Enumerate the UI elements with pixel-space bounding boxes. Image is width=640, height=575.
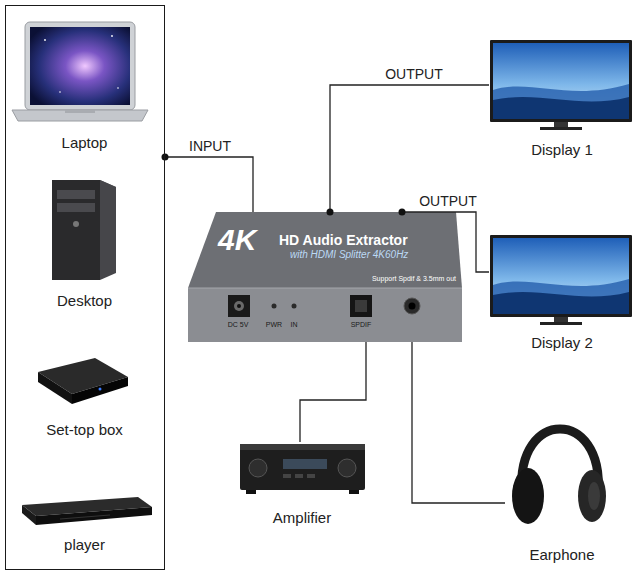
device-node: Display 1 xyxy=(489,36,635,160)
node-label: Display 1 xyxy=(531,141,593,158)
node-label: Display 2 xyxy=(531,334,593,351)
device-node: Display 2 xyxy=(489,231,635,353)
node-label: Desktop xyxy=(57,292,112,309)
connector-line xyxy=(412,342,505,503)
extractor-box: 4K HD Audio Extractorwith HDMI Splitter 4… xyxy=(186,212,464,342)
device-node: Desktop xyxy=(30,175,140,311)
connector-dot xyxy=(399,209,406,216)
laptop-picture xyxy=(12,22,148,121)
device-text: 4K xyxy=(218,223,256,258)
edge-label: OUTPUT xyxy=(417,193,479,209)
device-node: Earphone xyxy=(505,415,620,567)
amplifier-picture xyxy=(240,444,365,494)
device-node: Set-top box xyxy=(25,354,145,442)
device-text: DC 5V xyxy=(228,321,249,329)
edge-label: INPUT xyxy=(187,138,233,154)
desktop-picture xyxy=(52,180,116,280)
display-picture xyxy=(490,40,632,325)
device-node: Amplifier xyxy=(234,442,370,530)
source-panel: LaptopDesktopSet-top box player xyxy=(5,5,165,570)
device-text: IN xyxy=(291,321,298,329)
connector-line xyxy=(330,85,489,212)
connector-dot xyxy=(162,154,169,161)
player-picture xyxy=(22,497,152,525)
device-node: Laptop xyxy=(12,16,158,156)
connector-dot xyxy=(327,209,334,216)
set-top-box-picture xyxy=(38,358,128,404)
connector-line xyxy=(300,342,366,442)
device-text: HD Audio Extractor xyxy=(279,232,408,248)
device-text: PWR xyxy=(266,321,282,329)
node-label: Laptop xyxy=(62,134,108,151)
headphone-picture xyxy=(512,429,606,524)
device-text: SPDIF xyxy=(351,321,372,329)
device-text: with HDMI Splitter 4K60Hz xyxy=(290,249,408,261)
node-label: Amplifier xyxy=(273,509,331,526)
edge-label: OUTPUT xyxy=(383,66,445,82)
node-label: Set-top box xyxy=(46,421,123,438)
device-node: player xyxy=(15,490,155,556)
extractor-picture xyxy=(188,212,462,342)
node-label: player xyxy=(64,536,105,553)
connector-line xyxy=(165,157,253,212)
connector-line xyxy=(402,212,489,272)
node-label: Earphone xyxy=(529,546,594,563)
device-text: Support Spdif & 3.5mm out xyxy=(372,275,456,283)
